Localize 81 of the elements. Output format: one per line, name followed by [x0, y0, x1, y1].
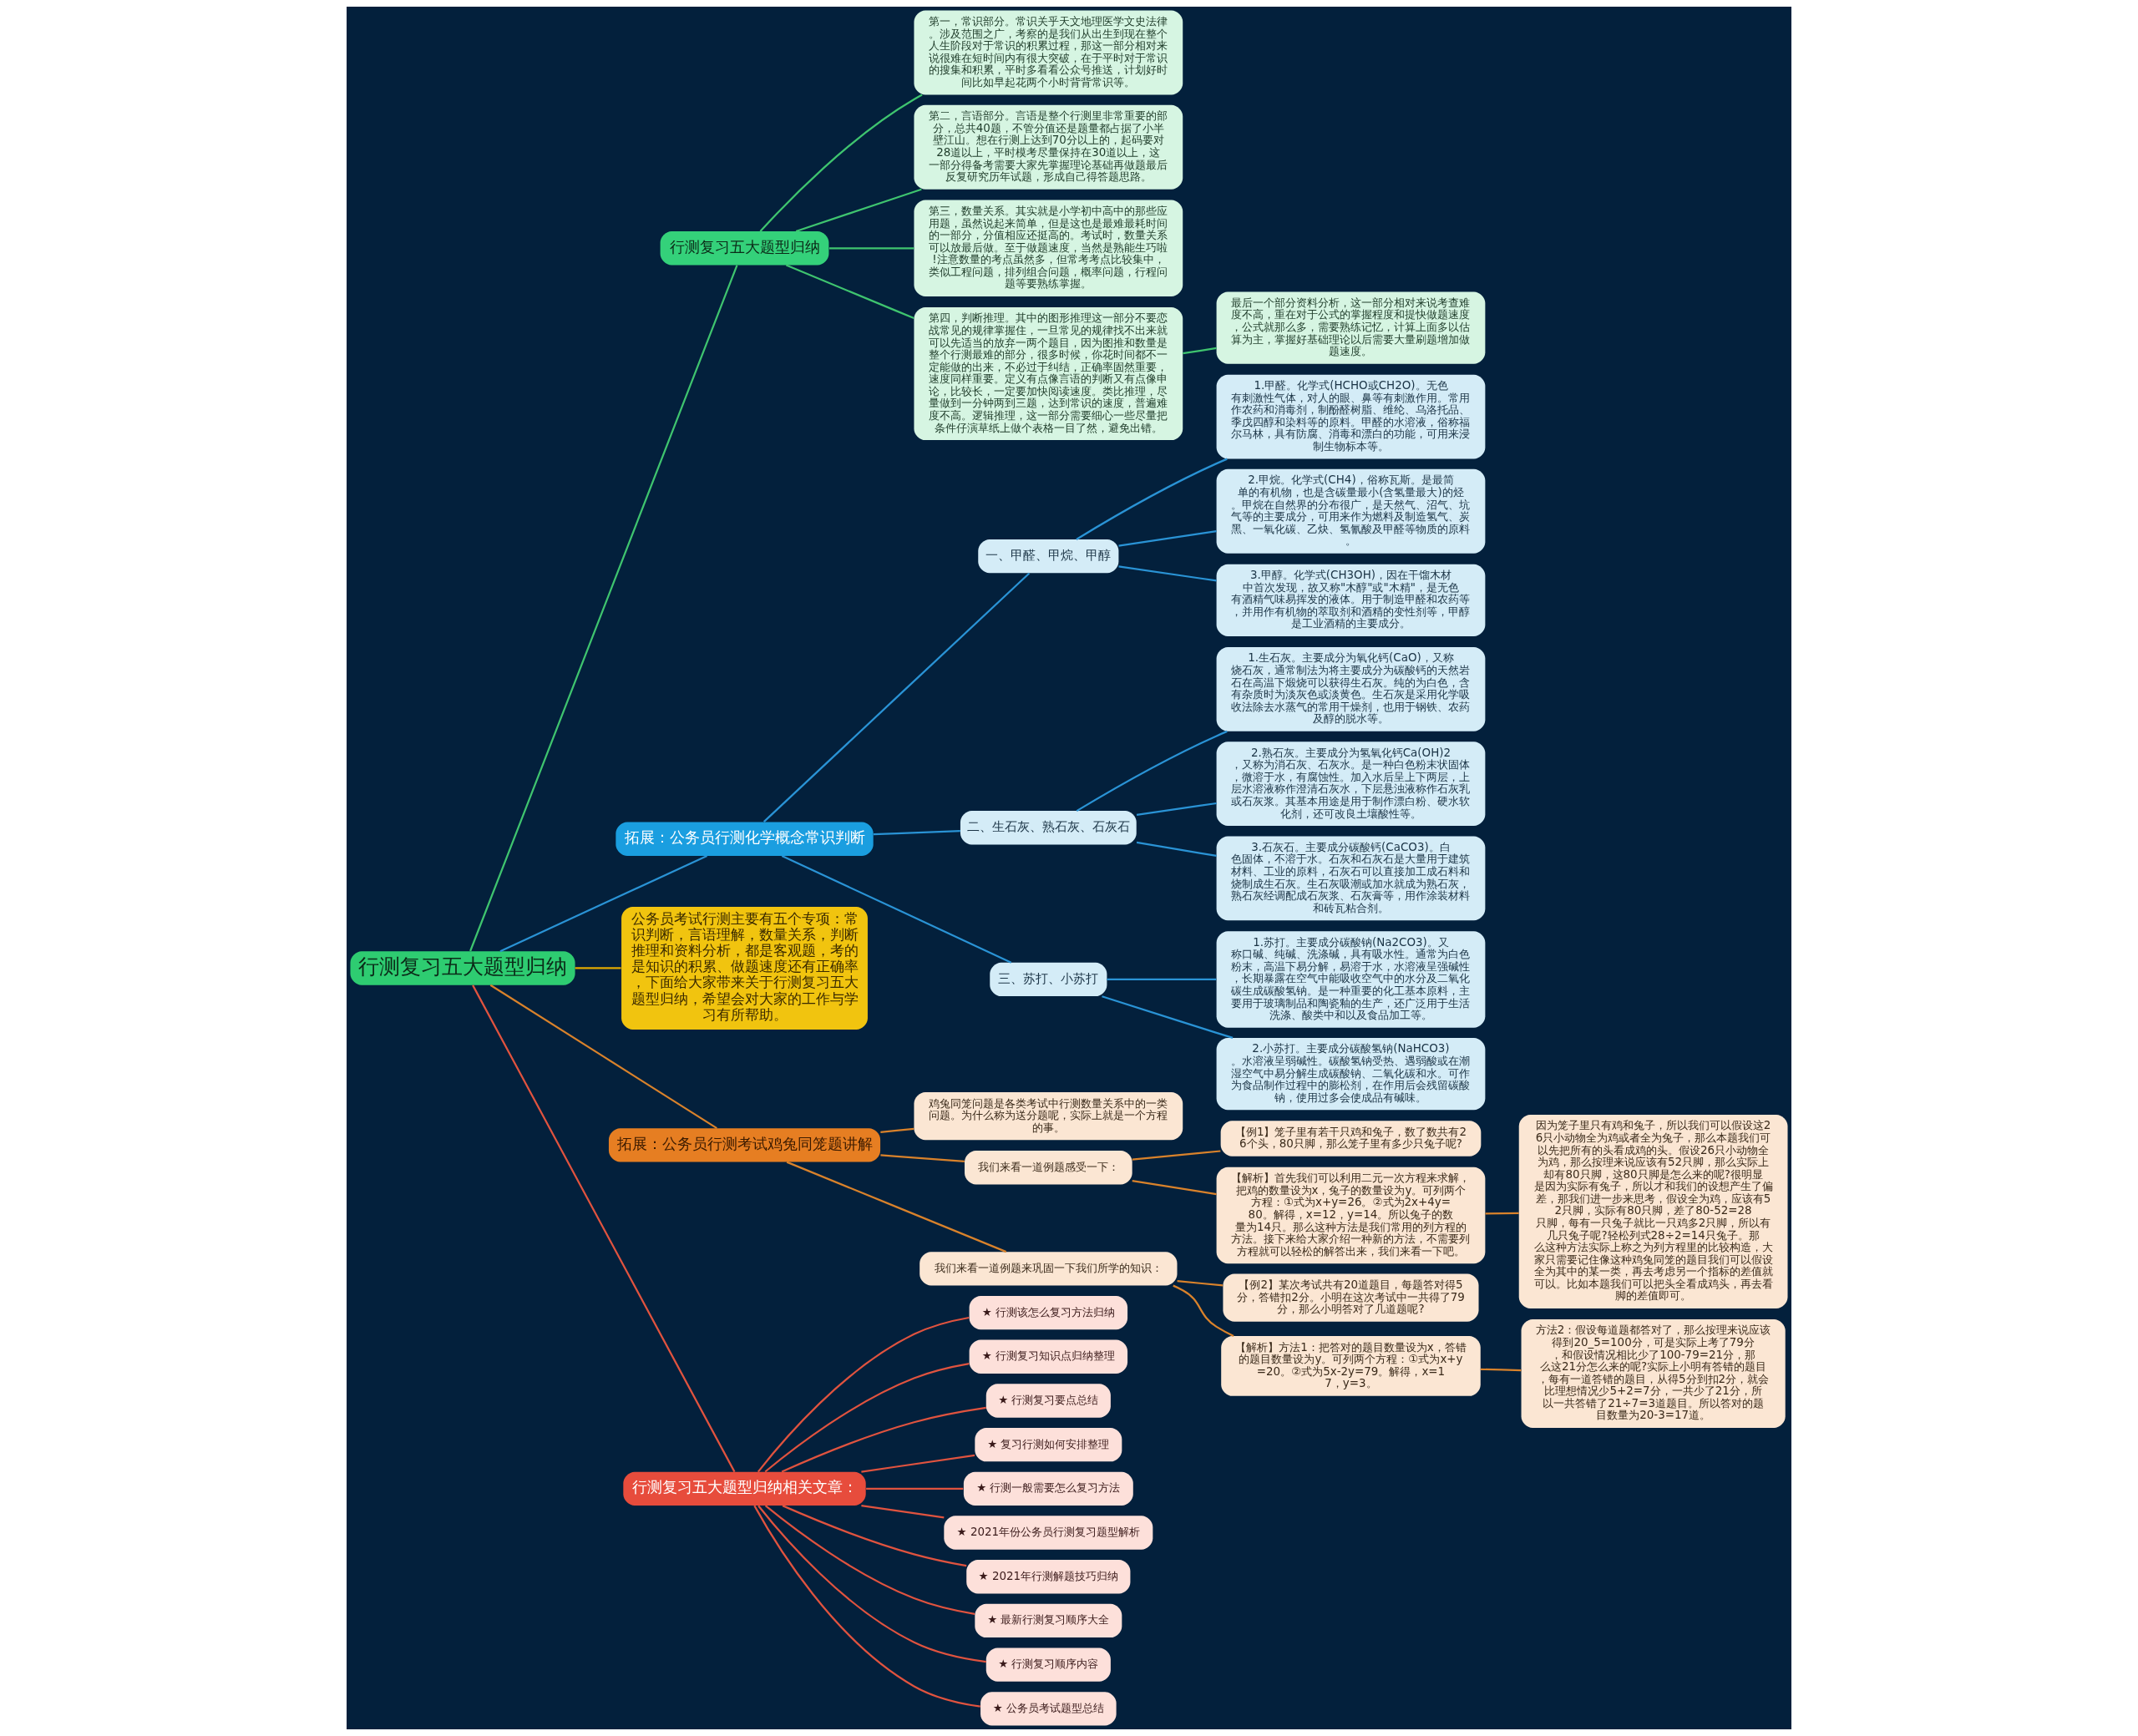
connector: [828, 247, 914, 250]
node-box: ★ 最新行测复习顺序大全: [975, 1603, 1122, 1638]
node-box: 3.甲醇。化学式(CH3OH)，因在干馏木材中首次发现，故又称"木醇"或"木精"，是无色有酒精气味易挥发的液体。用于制造甲醛和农药等，并用作有机物的萃取剂和酒精的变性剂等，甲醇是工业酒精的主要成分。: [1216, 564, 1486, 636]
node-box: ★ 行测复习顺序内容: [985, 1647, 1111, 1682]
node-box: 鸡兔同笼问题是各类考试中行测数量关系中的一类问题。为什么称为送分题呢，实际上就是一个方程的事。: [914, 1092, 1183, 1141]
connector: [753, 1505, 980, 1708]
connector: [1173, 1284, 1234, 1338]
node-box: 最后一个部分资料分析，这一部分相对来说考查难度不高，重在对于公式的掌握程度和提快做题速度，公式就那么多，需要熟练记忆，计算上面多以估算为主，掌握好基础理论以后需要大量刷题增加做题速度。: [1216, 291, 1486, 364]
connector: [781, 855, 1012, 964]
connector: [861, 1504, 945, 1519]
connector: [472, 984, 736, 1473]
node-box: 拓展：公务员行测化学概念常识判断: [616, 822, 874, 856]
node-box: 第一，常识部分。常识关乎天文地理医学文史法律。涉及范围之广，考察的是我们从出生到现在整个人生阶段对于常识的积累过程，那这一部分相对来说很难在短时间内有很大突破，在于平时对于常识的搜集和积累，平时多看看公众号推送，计划好时间比如早起花两个小时背背常识等。: [914, 10, 1183, 95]
connector: [469, 265, 738, 952]
node-box: ★ 复习行测如何安排整理: [975, 1427, 1122, 1462]
node-box: ★ 公务员考试题型总结: [980, 1692, 1117, 1726]
node-box: 2.熟石灰。主要成分为氢氧化钙Ca(OH)2，又称为消石灰、石灰水。是一种白色粉末状固体，微溶于水，有腐蚀性。加入水后呈上下两层，上层水溶液称作澄清石灰水，下层悬浊液称作石灰乳或石灰浆。其基本用途是用于制作漂白粉、硬水软化剂，还可改良土壤酸性等。: [1216, 741, 1486, 827]
node-box: 1.苏打。主要成分碳酸钠(Na2CO3)。又称口碱、纯碱、洗涤碱，具有吸水性。通常为白色粉末，高温下易分解，易溶于水，水溶液呈强碱性，长期暴露在空气中能吸收空气中的水分及二氧化碳生成碳酸氢钠。是一种重要的化工基本原料，主要用于玻璃制品和陶瓷釉的生产，还广泛用于生活洗涤、酸类中和以及食品加工等。: [1216, 931, 1486, 1028]
connector: [873, 830, 960, 836]
connector: [1118, 565, 1217, 582]
connector: [1480, 1368, 1522, 1372]
connector: [1132, 1150, 1221, 1161]
node-box: 3.石灰石。主要成分碳酸钙(CaCO3)。白色固体，不溶于水。石灰和石灰石是大量用于建筑材料、工业的原料，石灰石可以直接加工成石料和烧制成生石灰。生石灰吸潮或加水就成为熟石灰，熟石灰经调配成石灰浆、石灰膏等，用作涂装材料和砖瓦粘合剂。: [1216, 836, 1486, 921]
node-box: 行测复习五大题型归纳: [660, 231, 829, 266]
connector: [764, 1505, 975, 1615]
connector: [861, 1454, 975, 1473]
connector: [764, 1363, 970, 1473]
connector: [1183, 347, 1217, 355]
node-box: 1.生石灰。主要成分为氧化钙(CaO)，又称烧石灰，通常制法为将主要成分为碳酸钙的天然岩石在高温下煅烧可以获得生石灰。纯的为白色，含有杂质时为淡灰色或淡黄色。生石灰是采用化学吸收法除去水蒸气的常用干燥剂，也用于钢铁、农药及醇的脱水等。: [1216, 646, 1486, 731]
node-box: ★ 行测复习知识点归纳整理: [969, 1339, 1128, 1374]
node-box: ★ 2021年份公务员行测复习题型解析: [944, 1516, 1153, 1550]
node-box: 公务员考试行测主要有五个专项：常识判断，言语理解，数量关系，判断推理和资料分析，都是客观题，考的是知识的积累、做题速度还有正确率，下面给大家带来关于行测复习五大题型归纳，希望会对大家的工作与学习有所帮助。: [621, 907, 868, 1030]
node-box: 1.甲醛。化学式(HCHO或CH2O)。无色有刺激性气体，对人的眼、鼻等有刺激作用。常用作农药和消毒剂，制酚醛树脂、维纶、乌洛托品、季戊四醇和染料等的原料。甲醛的水溶液，俗称福尔马林，具有防腐、消毒和漂白的功能，可用来浸制生物标本等。: [1216, 374, 1486, 459]
node-box: 第三，数量关系。其实就是小学初中高中的那些应用题，虽然说起来简单，但是这也是最难最耗时间的一部分，分值相应还挺高的。考试时，数量关系可以放最后做。至于做题速度，当然是熟能生巧啦!注意数量的考点虽然多，但常考考点比较集中，类似工程问题，排列组合问题，概率问题，行程问题等要熟练掌握。: [914, 200, 1183, 296]
connector: [866, 1487, 964, 1490]
node-box: 我们来看一道例题来巩固一下我们所学的知识：: [920, 1252, 1178, 1286]
connector: [880, 1154, 965, 1162]
node-box: 一、甲醛、甲烷、甲醇: [978, 539, 1119, 574]
connector: [880, 1127, 914, 1133]
node-box: 拓展：公务员行测考试鸡兔同笼题讲解: [608, 1128, 881, 1162]
node-box: ★ 2021年行测解题技巧归纳: [966, 1560, 1131, 1594]
node-box: 因为笼子里只有鸡和兔子，所以我们可以假设这26只小动物全为鸡或者全为兔子，那么本题我们可以先把所有的头看成鸡的头。假设26只小动物全为鸡，那么按理来说应该有52只脚，那么实际上却有80只脚，这80只脚是怎么来的呢?很明显是因为实际有兔子，所以才和我们的设想产生了偏差，那我们进一步来思考，假设全为鸡，应该有52只脚，实际有80只脚，差了80-52=28只脚，每有一只兔子就比一只鸡多2只脚，所以有几只兔子呢?轻松列式28÷2=14只兔子。那么这种方法实际上称之为列方程里的比较构造，大家只需要记住像这种鸡兔同笼的题目我们可以假设全为其中的某一类，再去考虑另一个指标的差值就可以。比如本题我们可以把头全看成鸡头，再去看脚的差值即可。: [1518, 1114, 1788, 1308]
node-box: 【例2】某次考试共有20道题目，每题答对得5分，答错扣2分。小明在这次考试中一共得了79分，那么小明答对了几道题呢?: [1223, 1273, 1479, 1322]
connector: [1485, 1212, 1519, 1215]
node-box: 【例1】笼子里有若干只鸡和兔子，数了数共有26个头，80只脚，那么笼子里有多少只兔子呢?: [1220, 1121, 1482, 1156]
connector: [762, 572, 1031, 822]
connector: [1132, 1179, 1217, 1196]
node-box: 第四，判断推理。其中的图形推理这一部分不要恋战常见的规律掌握住，一旦常见的规律找不出来就可以先适当的放弃一两个题目，因为图推和数量是整个行测最难的部分，很多时候，你花时间都不一定能做的出来，不必过于纠结，正确率固然重要，速度同样重要。定义有点像言语的判断又有点像申论，比较长，一定要加快阅读速度。类比推理，尽量做到一分钟两到三题，达到常识的速度，普遍难度不高。逻辑推理，这一部分需要细心一些尽量把条件仔演草纸上做个表格一目了然，避免出错。: [914, 306, 1183, 441]
connector: [1076, 458, 1228, 540]
connector: [757, 1505, 986, 1663]
connector: [575, 967, 621, 969]
node-box: 我们来看一道例题感受一下：: [965, 1151, 1132, 1185]
connector: [499, 854, 708, 953]
connector: [1136, 841, 1217, 858]
connector: [1118, 530, 1217, 547]
node-box: 行测复习五大题型归纳相关文章：: [623, 1471, 866, 1506]
node-box: 第二，言语部分。言语是整个行测里非常重要的部分，总共40题，不管分值还是题量都占据了小半壁江山。想在行测上达到70分以上的，起码要对28道以上，平时模考尽量保持在30道以上，这一部分得备考需要大家先掌握理论基础再做题最后反复研究历年试题，形成自己得答题思路。: [914, 104, 1183, 190]
connector: [781, 1406, 986, 1473]
node-box: ★ 行测一般需要怎么复习方法: [963, 1471, 1133, 1506]
connector: [1076, 730, 1228, 812]
node-box: 二、生石灰、熟石灰、石灰石: [960, 811, 1137, 845]
connector: [782, 1505, 967, 1567]
node-box: ★ 行测该怎么复习方法归纳: [969, 1295, 1128, 1330]
connector: [757, 1316, 970, 1473]
node-box: ★ 行测复习要点总结: [985, 1384, 1111, 1418]
connector: [1177, 1280, 1224, 1287]
connector: [1136, 802, 1217, 817]
node-box: 【解析】方法1：把答对的题目数量设为x，答错的题目数量设为y。可列两个方程：①式为x+y=20。②式为5x-2y=79。解得，x=17，y=3。: [1221, 1336, 1481, 1396]
node-box: 三、苏打、小苏打: [990, 962, 1107, 997]
node-box: 方法2：假设每道题都答对了，那么按理来说应该得到20_5=100分，可是实际上考了79分，和假设情况相比少了100-79=21分，那么这21分怎么来的呢?实际上小明有答错的题目，每有一道答错的题目，从得5分到扣2分，就会比理想情况少5+2=7分，一共少了21分，所以一共答错了21÷7=3道题目。所以答对的题目数量为20-3=17道。: [1521, 1318, 1786, 1428]
connector: [489, 984, 717, 1130]
node-box: 2.甲烷。化学式(CH4)，俗称瓦斯。是最简单的有机物，也是含碳量最小(含氢量最大)的烃。甲烷在自然界的分布很广，是天然气、沼气、坑气等的主要成分，可用来作为燃料及制造氢气、炭黑、一氧化碳、乙炔、氢氰酸及甲醛等物质的原料。: [1216, 468, 1486, 554]
connector: [795, 188, 922, 233]
connector: [1107, 978, 1217, 981]
node-box: 行测复习五大题型归纳: [350, 951, 575, 985]
connector: [785, 264, 914, 320]
connector: [759, 94, 923, 232]
connector: [1102, 995, 1234, 1039]
connector: [786, 1161, 1007, 1253]
node-box: 【解析】首先我们可以利用二元一次方程来求解，把鸡的数量设为x，兔子的数量设为y。可列两个方程：①式为x+y=26。②式为2x+4y=80。解得，x=12，y=14。所以兔子的数量为14只。那么这种方法是我们常用的列方程的方法。接下来给大家介绍一种新的方法，不需要列方程就可以轻松的解答出来，我们来看一下吧。: [1216, 1167, 1486, 1264]
node-box: 2.小苏打。主要成分碳酸氢钠(NaHCO3)。水溶液呈弱碱性。碳酸氢钠受热、遇弱酸或在潮湿空气中易分解生成碳酸钠、二氧化碳和水。可作为食品制作过程中的膨松剂，在作用后会残留碳酸钠，使用过多会使成品有碱味。: [1216, 1038, 1486, 1111]
